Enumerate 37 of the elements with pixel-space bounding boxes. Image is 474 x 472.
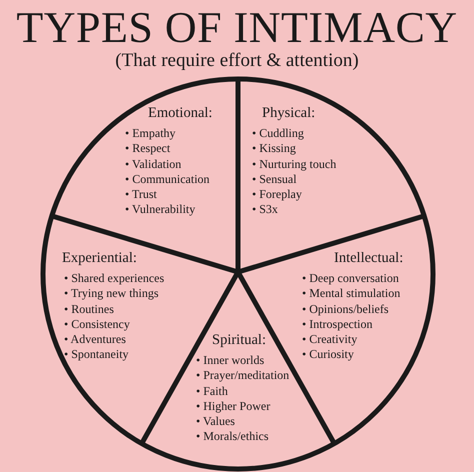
- bullet-item: • S3x: [252, 202, 279, 218]
- bullet-item: • Sensual: [252, 172, 298, 188]
- bullet-item: • Faith: [196, 384, 229, 399]
- bullet-item: • Respect: [125, 141, 172, 157]
- bullet-item: • Curiosity: [302, 347, 355, 363]
- bullet-item: • Nurturing touch: [252, 156, 336, 172]
- subtitle: (That require effort & attention): [114, 50, 360, 72]
- bullet-item: • Trust: [125, 187, 158, 202]
- bullet-item: • Creativity: [302, 332, 358, 348]
- title: TYPES OF INTIMACY: [15, 2, 459, 52]
- bullet-item: • Spontaneity: [64, 347, 130, 363]
- bullet-item: • Higher Power: [196, 398, 272, 414]
- bullet-item: • Validation: [125, 156, 182, 172]
- bullet-item: • Morals/ethics: [196, 429, 270, 445]
- bullet-item: • Trying new things: [64, 286, 160, 302]
- section-heading: Emotional:: [148, 105, 212, 122]
- section-heading: Physical:: [262, 105, 316, 122]
- bullet-item: • Introspection: [302, 316, 374, 332]
- bullet-item: • Foreplay: [252, 187, 303, 202]
- bullet-item: • Empathy: [125, 126, 177, 142]
- section-heading: Experiential:: [62, 250, 138, 267]
- bullet-item: • Deep conversation: [302, 271, 400, 286]
- bullet-item: • Prayer/meditation: [196, 368, 290, 384]
- bullet-item: • Opinions/beliefs: [302, 302, 390, 317]
- bullet-item: • Shared experiences: [64, 271, 164, 286]
- bullet-item: • Consistency: [64, 316, 131, 332]
- bullet-item: • Values: [196, 414, 236, 430]
- section-heading: Spiritual:: [212, 332, 267, 349]
- bullet-item: • Routines: [64, 302, 115, 317]
- bullet-item: • Communication: [125, 172, 211, 188]
- section-heading: Intellectual:: [334, 250, 404, 267]
- bullet-item: • Adventures: [64, 332, 127, 348]
- bullet-item: • Cuddling: [252, 126, 305, 142]
- bullet-item: • Mental stimulation: [302, 286, 402, 302]
- bullet-item: • Kissing: [252, 141, 297, 157]
- bullet-item: • Inner worlds: [196, 353, 266, 368]
- bullet-item: • Vulnerability: [125, 202, 196, 218]
